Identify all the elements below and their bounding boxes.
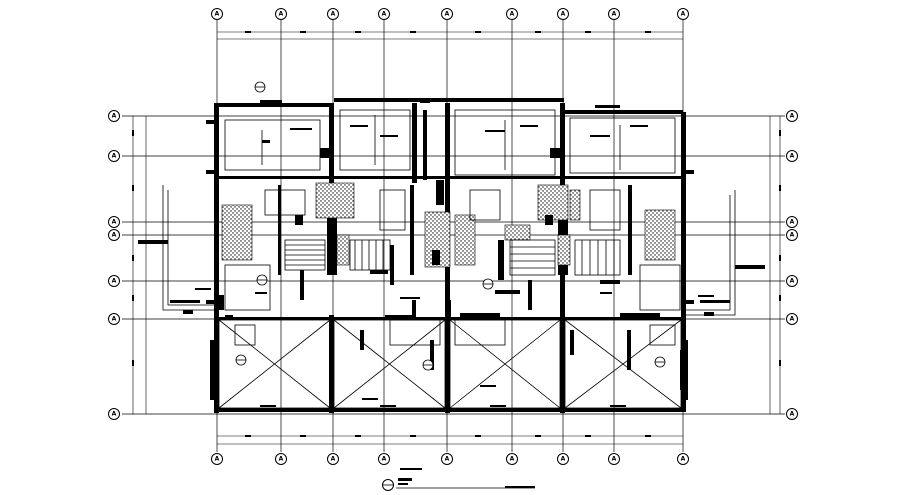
svg-text:A: A [561,11,566,18]
outline-thin [138,185,765,316]
grid-bubble: A [608,453,620,465]
grid-bubble: A [786,216,798,228]
hatched-areas [221,182,676,268]
grid-bubble: A [378,8,390,20]
svg-text:A: A [790,232,795,239]
grid-bubble: A [275,8,287,20]
svg-text:A: A [445,11,450,18]
grid-bubble: A [441,453,453,465]
grid-bubble: A [608,8,620,20]
void-rooms [218,319,682,409]
grid-bubble: A [506,453,518,465]
grid-bubbles-right: A A A A A A A [786,110,798,420]
svg-text:A: A [612,456,617,463]
svg-text:A: A [510,11,515,18]
grid-bubble: A [786,275,798,287]
grid-bubble: A [211,453,223,465]
grid-bubble: A [786,313,798,325]
grid-bubble: A [108,275,120,287]
svg-text:A: A [382,456,387,463]
grid-bubble: A [327,453,339,465]
svg-text:A: A [112,153,117,160]
grid-bubble: A [506,8,518,20]
svg-text:A: A [215,456,220,463]
grid-bubble: A [557,453,569,465]
grid-bubble: A [441,8,453,20]
grid-bubble: A [108,313,120,325]
grid-bubble: A [378,453,390,465]
svg-text:A: A [112,316,117,323]
svg-text:A: A [790,113,795,120]
grid-bubble: A [677,8,689,20]
grid-bubble: A [108,110,120,122]
grid-bubble: A [557,8,569,20]
svg-text:A: A [279,11,284,18]
grid-bubble: A [786,150,798,162]
svg-text:A: A [112,232,117,239]
grid-bubble: A [786,110,798,122]
svg-text:A: A [112,113,117,120]
svg-text:A: A [112,219,117,226]
grid-bubble: A [786,408,798,420]
grid-bubble: A [275,453,287,465]
svg-text:A: A [790,316,795,323]
level-markers [235,81,666,371]
grid-bubble: A [108,408,120,420]
svg-text:A: A [112,411,117,418]
svg-text:A: A [510,456,515,463]
stairs [284,239,621,276]
svg-text:A: A [612,11,617,18]
grid-bubbles-top: A A A A A A A A A [211,8,689,20]
grid-bubble: A [786,229,798,241]
grid-bubble: A [211,8,223,20]
svg-text:A: A [112,278,117,285]
grid-bubble: A [108,150,120,162]
svg-text:A: A [331,11,336,18]
svg-text:A: A [790,411,795,418]
grid-bubbles-bottom: A A A A A A A A A [211,453,689,465]
svg-text:A: A [681,456,686,463]
svg-text:A: A [561,456,566,463]
svg-text:A: A [790,153,795,160]
svg-text:A: A [445,456,450,463]
svg-text:A: A [215,11,220,18]
svg-text:A: A [331,456,336,463]
svg-text:A: A [382,11,387,18]
grid-bubbles-left: A A A A A A A [108,110,120,420]
dimension-lines [132,31,781,445]
grid-bubble: A [108,216,120,228]
interior-details [195,109,714,407]
grid-bubble: A [677,453,689,465]
drawing-title [382,468,535,491]
svg-text:A: A [790,278,795,285]
grid-bubble: A [327,8,339,20]
svg-text:A: A [790,219,795,226]
svg-text:A: A [279,456,284,463]
svg-text:A: A [681,11,686,18]
grid-bubble: A [108,229,120,241]
